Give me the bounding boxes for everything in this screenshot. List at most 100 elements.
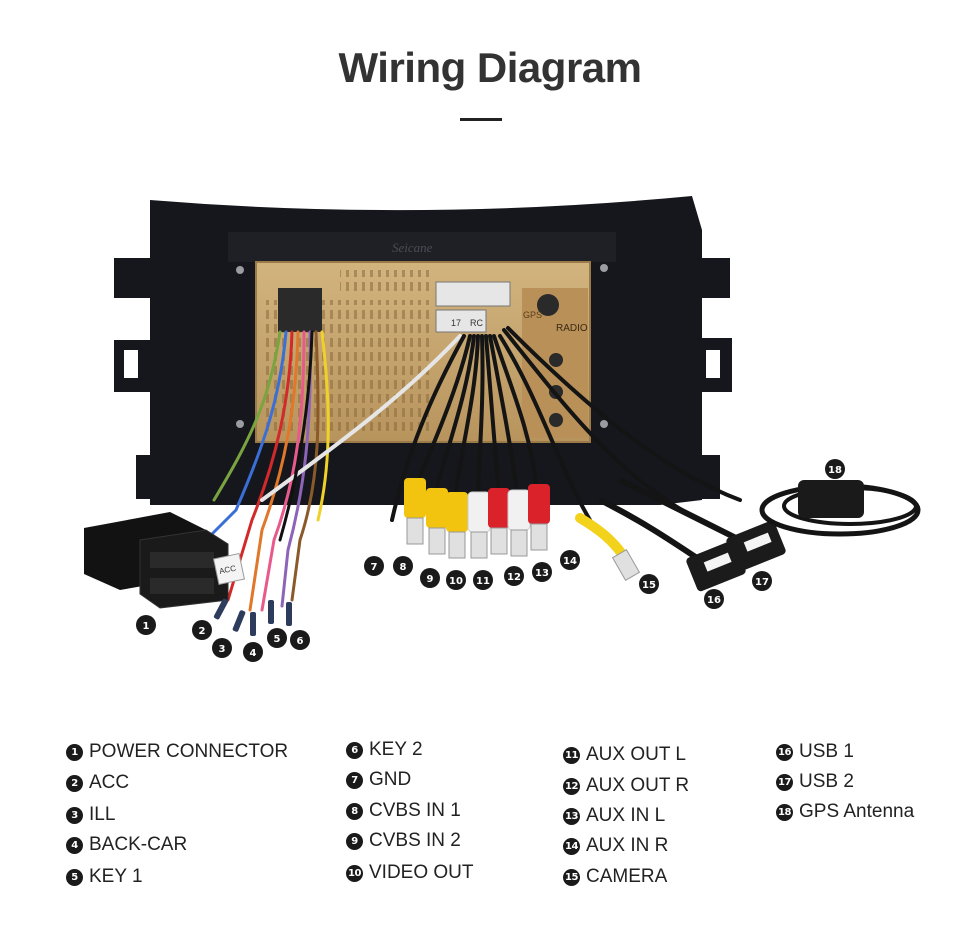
callout-3: 3 xyxy=(212,638,232,658)
legend-number: 12 xyxy=(563,777,580,795)
acc-tag: ACC xyxy=(218,564,237,576)
rca-plug-11 xyxy=(467,491,491,559)
callout-13: 13 xyxy=(532,562,552,582)
legend-number: 5 xyxy=(66,868,83,886)
legend-number: 1 xyxy=(66,743,83,761)
callout-17: 17 xyxy=(752,571,772,591)
callout-5: 5 xyxy=(267,628,287,648)
legend-item-usb-2: 17 USB 2 xyxy=(776,771,854,793)
svg-text:8: 8 xyxy=(400,562,407,573)
svg-text:2: 2 xyxy=(199,626,206,637)
legend-label: KEY 1 xyxy=(89,866,143,887)
usb-connectors xyxy=(598,477,786,592)
wire-terminals xyxy=(213,598,292,636)
camera-plug xyxy=(575,513,641,581)
legend-label: BACK-CAR xyxy=(89,834,188,855)
power-socket xyxy=(278,288,322,332)
legend-item-video-out: 10 VIDEO OUT xyxy=(346,862,474,884)
legend-item-aux-in-l: 13 AUX IN L xyxy=(563,805,665,827)
legend-number: 11 xyxy=(563,746,580,764)
gps-port xyxy=(537,294,559,316)
legend-item-aux-out-r: 12 AUX OUT R xyxy=(563,775,689,797)
legend-item-key-2: 6 KEY 2 xyxy=(346,739,423,761)
brand-watermark: Seicane xyxy=(392,240,433,255)
legend-number: 15 xyxy=(563,868,580,886)
legend-item-back-car: 4 BACK-CAR xyxy=(66,834,187,856)
callout-16: 16 xyxy=(704,589,724,609)
legend-number: 2 xyxy=(66,774,83,792)
legend-number: 18 xyxy=(776,803,793,821)
legend-item-camera: 15 CAMERA xyxy=(563,866,667,888)
gps-label: GPS xyxy=(523,310,542,320)
callouts: 1 2 3 4 5 6 7 8 9 10 11 12 13 14 15 16 1… xyxy=(136,459,845,662)
svg-text:9: 9 xyxy=(427,574,434,585)
svg-text:12: 12 xyxy=(507,572,521,583)
title-divider xyxy=(460,118,502,121)
legend-label: KEY 2 xyxy=(369,739,423,760)
legend-item-power-connector: 1 POWER CONNECTOR xyxy=(66,741,288,763)
legend-item-gps-antenna: 18 GPS Antenna xyxy=(776,801,914,823)
callout-4: 4 xyxy=(243,642,263,662)
rca-plug-12 xyxy=(488,488,510,555)
legend-item-acc: 2 ACC xyxy=(66,772,129,794)
power-connector: ACC xyxy=(84,512,246,609)
svg-text:10: 10 xyxy=(449,576,463,587)
svg-text:15: 15 xyxy=(642,580,656,591)
legend-number: 14 xyxy=(563,837,580,855)
svg-text:4: 4 xyxy=(250,648,257,659)
callout-2: 2 xyxy=(192,620,212,640)
gps-port-2 xyxy=(549,413,563,427)
legend-number: 6 xyxy=(346,741,363,759)
legend-number: 3 xyxy=(66,806,83,824)
callout-9: 9 xyxy=(420,568,440,588)
legend-item-cvbs-in-2: 9 CVBS IN 2 xyxy=(346,830,461,852)
legend-label: AUX IN L xyxy=(586,805,666,826)
svg-text:1: 1 xyxy=(143,621,150,632)
rca-harness-connector xyxy=(435,309,487,333)
legend-label: AUX OUT L xyxy=(586,744,686,765)
multi-pin-connector xyxy=(435,281,511,307)
legend-label: ILL xyxy=(89,804,116,825)
rca-plug-13 xyxy=(507,489,531,557)
legend-number: 9 xyxy=(346,832,363,850)
port-label-17: 17 xyxy=(451,318,461,328)
gps-antenna-puck xyxy=(798,480,864,518)
svg-text:16: 16 xyxy=(707,595,721,606)
power-wire-bundle xyxy=(204,330,462,612)
callout-1: 1 xyxy=(136,615,156,635)
callout-10: 10 xyxy=(446,570,466,590)
callout-15: 15 xyxy=(639,574,659,594)
svg-text:17: 17 xyxy=(755,577,769,588)
legend-label: GPS Antenna xyxy=(799,801,915,822)
legend-item-cvbs-in-1: 8 CVBS IN 1 xyxy=(346,800,461,822)
svg-text:14: 14 xyxy=(563,556,577,567)
legend-label: USB 1 xyxy=(799,741,854,762)
legend-item-gnd: 7 GND xyxy=(346,769,411,791)
svg-text:5: 5 xyxy=(274,634,281,645)
svg-text:18: 18 xyxy=(828,465,842,476)
legend-number: 13 xyxy=(563,807,580,825)
legend-item-ill: 3 ILL xyxy=(66,804,115,826)
callout-7: 7 xyxy=(364,556,384,576)
rca-plug-8 xyxy=(404,478,426,545)
gps-antenna xyxy=(759,480,921,537)
rca-plug-9 xyxy=(426,488,448,555)
callout-8: 8 xyxy=(393,556,413,576)
callout-14: 14 xyxy=(560,550,580,570)
legend-label: AUX OUT R xyxy=(586,775,690,796)
legend-number: 16 xyxy=(776,743,793,761)
legend-number: 17 xyxy=(776,773,793,791)
legend-label: CVBS IN 1 xyxy=(369,800,461,821)
legend-item-usb-1: 16 USB 1 xyxy=(776,741,854,763)
svg-text:3: 3 xyxy=(219,644,226,655)
radio-label: RADIO xyxy=(556,323,588,334)
rca-plug-10 xyxy=(446,492,468,559)
legend-label: VIDEO OUT xyxy=(369,862,474,883)
legend-item-aux-in-r: 14 AUX IN R xyxy=(563,835,668,857)
svg-text:6: 6 xyxy=(297,636,304,647)
legend-label: GND xyxy=(369,769,412,790)
legend-label: CAMERA xyxy=(586,866,668,887)
svg-text:13: 13 xyxy=(535,568,549,579)
legend-label: POWER CONNECTOR xyxy=(89,741,289,762)
